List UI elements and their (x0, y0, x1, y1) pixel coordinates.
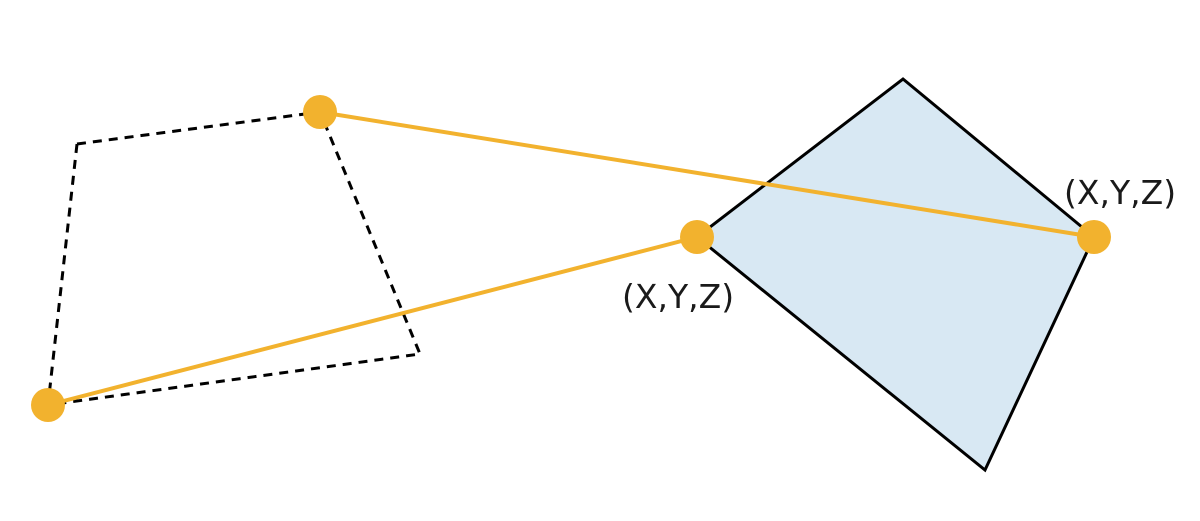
world-point-right-label: (X,Y,Z) (1064, 173, 1176, 212)
projected-point-upper (303, 95, 337, 129)
ray-upper (318, 110, 1096, 239)
object-surface (694, 77, 1096, 473)
ray-lower (46, 235, 699, 407)
world-point-left (680, 220, 714, 254)
projected-point-lower (31, 388, 65, 422)
world-point-left-label: (X,Y,Z) (622, 277, 734, 316)
world-point-right (1077, 220, 1111, 254)
projected-outline (46, 110, 423, 407)
